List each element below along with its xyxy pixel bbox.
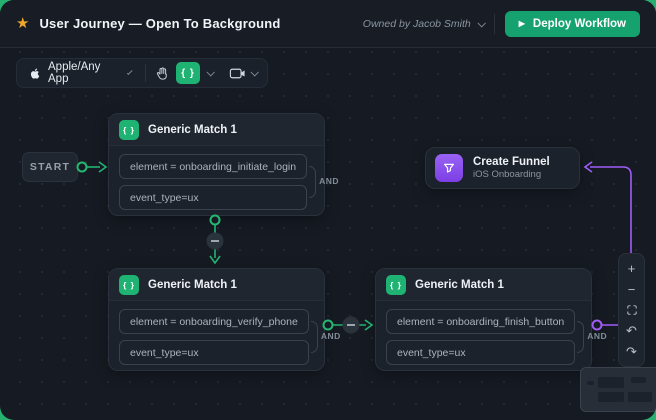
and-bracket (577, 321, 585, 353)
screen-capture-tool[interactable] (229, 67, 259, 80)
zoom-toolbar: + − ↶ ↷ (618, 253, 645, 367)
page-title: User Journey — Open To Background (39, 16, 281, 31)
funnel-title: Create Funnel (473, 155, 550, 168)
and-bracket (310, 321, 318, 353)
node-header: { } Generic Match 1 (109, 114, 324, 146)
chevron-down-icon[interactable] (127, 69, 134, 76)
favorite-star-icon[interactable]: ★ (16, 15, 30, 32)
owner-label: Owned by Jacob Smith (362, 17, 471, 30)
and-bracket (309, 166, 317, 198)
port-match1-out[interactable] (209, 214, 221, 226)
condition-field[interactable]: element = onboarding_initiate_login (119, 154, 308, 179)
condition-field[interactable]: event_type=ux (386, 340, 576, 365)
header-bar: ★ User Journey — Open To Background Owne… (0, 0, 656, 48)
camera-icon (229, 68, 245, 78)
header-divider (493, 13, 495, 34)
operator-label: AND (320, 331, 341, 341)
start-node-label: START (29, 161, 71, 173)
deploy-workflow-button[interactable]: ▶ Deploy Workflow (504, 10, 640, 37)
node-title: Generic Match 1 (148, 278, 237, 291)
funnel-icon (435, 154, 463, 182)
deploy-workflow-label: Deploy Workflow (532, 17, 626, 30)
condition-field[interactable]: event_type=ux (119, 185, 308, 210)
minimap[interactable] (580, 367, 656, 412)
port-start-out[interactable] (76, 161, 88, 173)
operator-label: AND (319, 176, 340, 186)
fit-view-button[interactable] (619, 304, 644, 316)
start-node[interactable]: START (22, 152, 78, 182)
generic-match-node-3[interactable]: { } Generic Match 1 element = onboarding… (375, 268, 607, 371)
generic-match-node-2[interactable]: { } Generic Match 1 element = onboarding… (108, 268, 340, 371)
generic-match-node-1[interactable]: { } Generic Match 1 element = onboarding… (108, 113, 339, 216)
node-title: Generic Match 1 (415, 278, 504, 291)
zoom-out-button[interactable]: − (627, 282, 636, 297)
minimap-node (598, 377, 624, 388)
braces-icon: { } (119, 119, 139, 140)
braces-icon: { } (119, 274, 139, 295)
chevron-down-icon (250, 68, 259, 77)
minimap-node (598, 392, 624, 402)
owner-dropdown[interactable]: Owned by Jacob Smith (362, 17, 486, 30)
node-header: { } Generic Match 1 (109, 269, 324, 301)
braces-icon: { } (386, 274, 406, 295)
node-header: { } Generic Match 1 (376, 269, 591, 301)
zoom-in-button[interactable]: + (627, 261, 636, 276)
port-match3-out[interactable] (591, 319, 603, 331)
condition-field[interactable]: event_type=ux (119, 340, 309, 365)
minimap-node (628, 392, 652, 402)
redo-button[interactable]: ↷ (626, 344, 637, 359)
funnel-subtitle: iOS Onboarding (473, 169, 542, 181)
minimap-node (587, 381, 594, 385)
braces-icon: { } (176, 62, 200, 84)
port-match2-out[interactable] (322, 319, 334, 331)
pan-hand-tool[interactable] (155, 62, 170, 84)
app-selector[interactable]: Apple/Any App (48, 61, 101, 85)
undo-button[interactable]: ↶ (626, 323, 637, 338)
play-icon: ▶ (518, 18, 525, 28)
code-match-tool[interactable]: { } (176, 62, 217, 84)
chevron-down-icon (477, 18, 486, 28)
condition-field[interactable]: element = onboarding_verify_phone (119, 309, 309, 334)
apple-icon (27, 62, 40, 84)
condition-field[interactable]: element = onboarding_finish_button (386, 309, 576, 334)
collapse-edge-button[interactable] (206, 232, 224, 250)
operator-label: AND (587, 331, 608, 341)
create-funnel-node[interactable]: Create Funnel iOS Onboarding (425, 147, 580, 189)
collapse-edge-button[interactable] (342, 316, 360, 334)
node-title: Generic Match 1 (148, 123, 237, 136)
canvas-toolbar: Apple/Any App { } (16, 58, 268, 88)
minimap-node (631, 377, 646, 383)
chevron-down-icon (206, 68, 215, 77)
